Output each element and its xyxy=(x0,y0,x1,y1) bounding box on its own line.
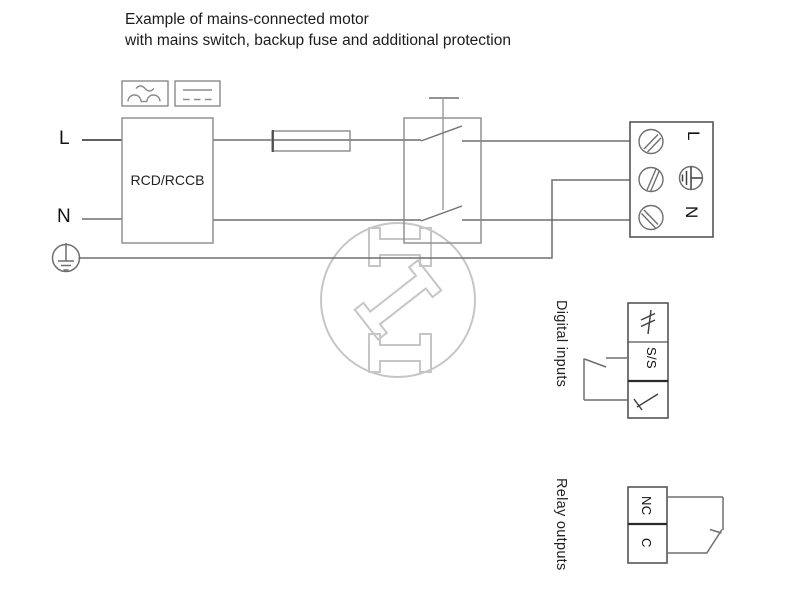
diagram-title: Example of mains-connected motor with ma… xyxy=(125,9,511,51)
wiring xyxy=(78,139,630,259)
rcd-rccb-box xyxy=(121,117,214,244)
terminal-ss-label: S/S xyxy=(644,347,659,369)
digital-inputs-section-label: Digital inputs xyxy=(553,300,569,388)
terminal-c-label: C xyxy=(639,538,654,548)
terminal-neutral-label: N xyxy=(682,206,701,219)
diagram-title-line1: Example of mains-connected motor xyxy=(125,11,369,28)
grundfos-logo-watermark xyxy=(320,222,476,378)
relay-outputs-block xyxy=(627,486,724,564)
screw-terminal-icon xyxy=(638,128,664,231)
terminal-nc-label: NC xyxy=(639,496,654,516)
digital-inputs-block xyxy=(583,302,669,419)
motor-terminal-block xyxy=(629,121,714,238)
switch-blade-top xyxy=(420,125,463,142)
relay-outputs-section-label: Relay outputs xyxy=(553,478,569,571)
relay-contact-symbol xyxy=(667,496,724,554)
rcd-rccb-label: RCD/RCCB xyxy=(130,172,205,188)
supply-neutral-label: N xyxy=(57,206,71,227)
terminal-live-label: L xyxy=(684,131,703,141)
ground-terminal-icon xyxy=(633,393,659,411)
wire-earth xyxy=(78,179,630,259)
two-pole-switch-symbol xyxy=(403,97,482,244)
protective-earth-circle-icon xyxy=(51,243,81,273)
backup-fuse-symbol xyxy=(271,130,351,152)
earth-terminal-icon xyxy=(678,165,704,191)
supply-line-label: L xyxy=(59,128,70,149)
diagram-title-line2: with mains switch, backup fuse and addit… xyxy=(125,32,511,49)
external-switch-symbol xyxy=(583,357,628,401)
switch-blade-bottom xyxy=(420,205,463,222)
pulse-signal-icon xyxy=(640,309,656,335)
ac-pulsating-current-icon xyxy=(121,80,169,107)
dc-current-icon xyxy=(174,80,221,107)
